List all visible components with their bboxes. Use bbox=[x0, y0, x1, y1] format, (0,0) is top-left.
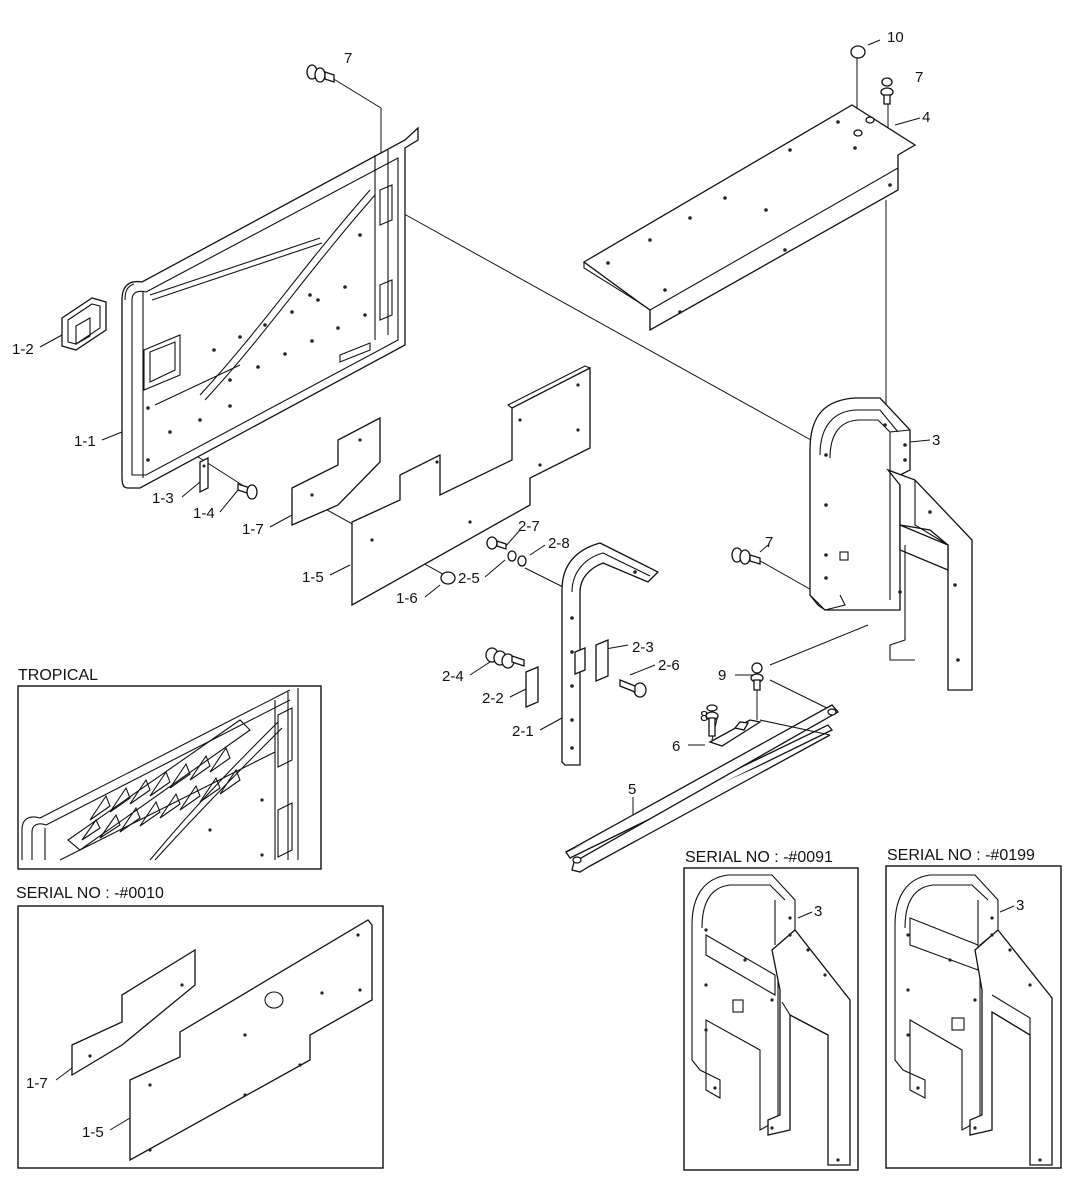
inset-serial-0010: SERIAL NO : -#0010 1-7 1-5 bbox=[16, 885, 384, 1169]
small-hardware-2 bbox=[485, 536, 647, 708]
part-label: 2-2 bbox=[482, 690, 504, 707]
part-label: 2-8 bbox=[548, 535, 570, 552]
part-label: 5 bbox=[628, 781, 636, 798]
inset-frame bbox=[17, 685, 322, 870]
rail-5 bbox=[565, 704, 840, 873]
part-label: 9 bbox=[718, 667, 726, 684]
part-labels: 7 10 7 4 1-2 1-1 1-3 1-4 1-7 1-5 1-6 2-7… bbox=[12, 29, 940, 798]
part-label: 1-6 bbox=[396, 590, 418, 607]
plate-1-5-variant bbox=[129, 919, 373, 1162]
inset-frame bbox=[17, 905, 384, 1169]
bracket-1-3 bbox=[199, 456, 209, 494]
inset-title: SERIAL NO : -#0091 bbox=[685, 849, 833, 866]
side-frame-3 bbox=[809, 397, 973, 691]
part-label: 1-7 bbox=[242, 521, 264, 538]
side-frame-variant-0199 bbox=[894, 874, 1053, 1166]
side-frame-variant-0091 bbox=[691, 874, 851, 1166]
bolt-7-top-right bbox=[880, 77, 894, 105]
part-label: 1-5 bbox=[82, 1124, 104, 1141]
part-label: 2-5 bbox=[458, 570, 480, 587]
part-label: 2-3 bbox=[632, 639, 654, 656]
part-label: 3 bbox=[814, 903, 822, 920]
part-label: 1-3 bbox=[152, 490, 174, 507]
plate-1-5 bbox=[351, 365, 591, 607]
inset-title: TROPICAL bbox=[18, 667, 98, 684]
part-label: 6 bbox=[672, 738, 680, 755]
bolt-9 bbox=[750, 662, 764, 691]
latch-handle-1-2 bbox=[61, 297, 107, 351]
bolt-7-side bbox=[731, 547, 761, 565]
inset-serial-0199: SERIAL NO : -#0199 3 bbox=[885, 847, 1062, 1169]
plate-1-7 bbox=[291, 416, 381, 526]
inset-title: SERIAL NO : -#0199 bbox=[887, 847, 1035, 864]
pin-8 bbox=[705, 704, 719, 737]
top-plate-4 bbox=[582, 104, 917, 332]
door-panel-1-1 bbox=[121, 126, 419, 489]
part-label: 2-4 bbox=[442, 668, 464, 685]
part-label: 1-1 bbox=[74, 433, 96, 450]
tropical-door-detail bbox=[21, 688, 299, 861]
cap-10 bbox=[850, 45, 866, 59]
part-label: 4 bbox=[922, 109, 930, 126]
part-label: 3 bbox=[932, 432, 940, 449]
part-label: 7 bbox=[344, 50, 352, 67]
part-label: 1-2 bbox=[12, 341, 34, 358]
part-label: 1-5 bbox=[302, 569, 324, 586]
plate-1-7-variant bbox=[71, 948, 196, 1077]
part-label: 10 bbox=[887, 29, 904, 46]
inset-serial-0091: SERIAL NO : -#0091 3 bbox=[683, 849, 859, 1171]
inset-frame bbox=[683, 867, 859, 1171]
inset-frame bbox=[885, 865, 1062, 1169]
part-label: 2-1 bbox=[512, 723, 534, 740]
bolt-1-4 bbox=[237, 483, 258, 500]
part-label: 7 bbox=[915, 69, 923, 86]
bracket-2-1 bbox=[561, 542, 660, 766]
clip-1-6 bbox=[440, 571, 456, 585]
part-label: 1-4 bbox=[193, 505, 215, 522]
hinge-6 bbox=[708, 719, 762, 747]
part-label: 7 bbox=[765, 534, 773, 551]
part-label: 1-7 bbox=[26, 1075, 48, 1092]
part-label: 8 bbox=[700, 708, 708, 725]
part-label: 2-7 bbox=[518, 518, 540, 535]
inset-tropical: TROPICAL bbox=[17, 667, 322, 870]
inset-title: SERIAL NO : -#0010 bbox=[16, 885, 164, 902]
bolt-7-top-left bbox=[306, 64, 335, 83]
part-label: 3 bbox=[1016, 897, 1024, 914]
part-label: 2-6 bbox=[658, 657, 680, 674]
